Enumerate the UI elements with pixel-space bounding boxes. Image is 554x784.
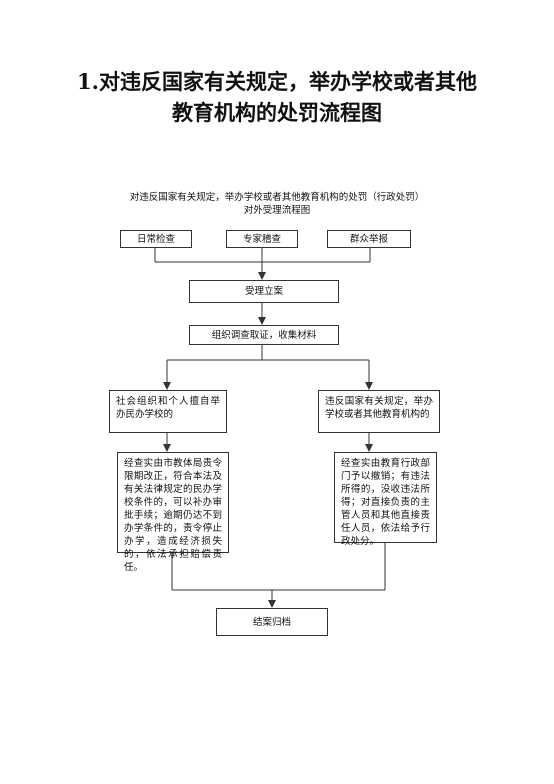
step-accept-case: 受理立案 (189, 280, 339, 303)
action-right-revoke-and-punish: 经查实由教育行政部门予以撤销；有违法所得的，没收违法所得；对直接负责的主管人员和… (334, 452, 437, 547)
flowchart-title-line-2: 对外受理流程图 (243, 205, 311, 216)
branch-left-unauthorized-private-school: 社会组织和个人擅自举办民办学校的 (109, 390, 227, 433)
document-title-line-2: 教育机构的处罚流程图 (172, 100, 382, 125)
source-routine-inspection: 日常检查 (120, 230, 192, 248)
step-investigate: 组织调查取证，收集材料 (189, 325, 339, 345)
step-close-and-archive: 结案归档 (216, 608, 328, 636)
action-left-rectify-or-stop: 经查实由市教体局责令限期改正，符合本法及有关法律规定的民办学校条件的，可以补办审… (117, 452, 229, 573)
branch-right-illegal-institution: 违反国家有关规定，举办学校或者其他教育机构的 (318, 390, 440, 433)
source-public-report: 群众举报 (327, 230, 411, 248)
document-title-line-1: 1.对违反国家有关规定，举办学校或者其他 (77, 69, 477, 94)
flowchart-title-line-1: 对违反国家有关规定，举办学校或者其他教育机构的处罚（行政处罚） (129, 192, 425, 203)
source-expert-audit: 专家稽查 (226, 230, 298, 248)
